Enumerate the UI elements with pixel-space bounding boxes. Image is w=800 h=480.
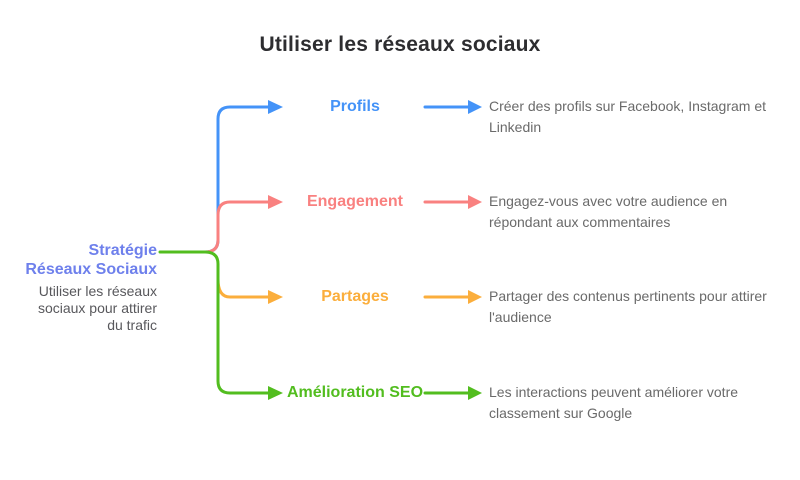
arrowhead-icon: [468, 386, 482, 400]
branch-description-ameliorationseo: Les interactions peuvent améliorer votre…: [489, 384, 739, 421]
arrowhead-icon: [468, 290, 482, 304]
branch-line-profils: [203, 105, 271, 254]
branch-label-engagement: Engagement: [306, 193, 403, 210]
branch-line-ameliorationseo: [158, 250, 271, 395]
arrowhead-icon: [468, 100, 482, 114]
branch-line-engagement: [203, 200, 271, 254]
arrowhead-icon: [468, 195, 482, 209]
branch-label-profils: Profils: [330, 98, 380, 115]
arrowhead-icon: [268, 386, 283, 400]
root-node-description: Utiliser les réseaux sociaux pour attire…: [37, 283, 157, 333]
branch-description-profils: Créer des profils sur Facebook, Instagra…: [489, 98, 767, 135]
branch-line-partages: [216, 277, 271, 299]
branch-description-partages: Partager des contenus pertinents pour at…: [489, 288, 767, 325]
root-node-title: Stratégie Réseaux Sociaux: [25, 242, 157, 278]
branch-label-partages: Partages: [321, 288, 389, 305]
diagram-title: Utiliser les réseaux sociaux: [259, 33, 541, 56]
root-node: Stratégie Réseaux Sociaux Utiliser les r…: [0, 241, 157, 334]
branch-label-ameliorationseo: Amélioration SEO: [286, 384, 424, 401]
branch-description-engagement: Engagez-vous avec votre audience en répo…: [489, 193, 728, 230]
arrowhead-icon: [268, 290, 283, 304]
arrowhead-icon: [268, 195, 283, 209]
arrowhead-icon: [268, 100, 283, 114]
